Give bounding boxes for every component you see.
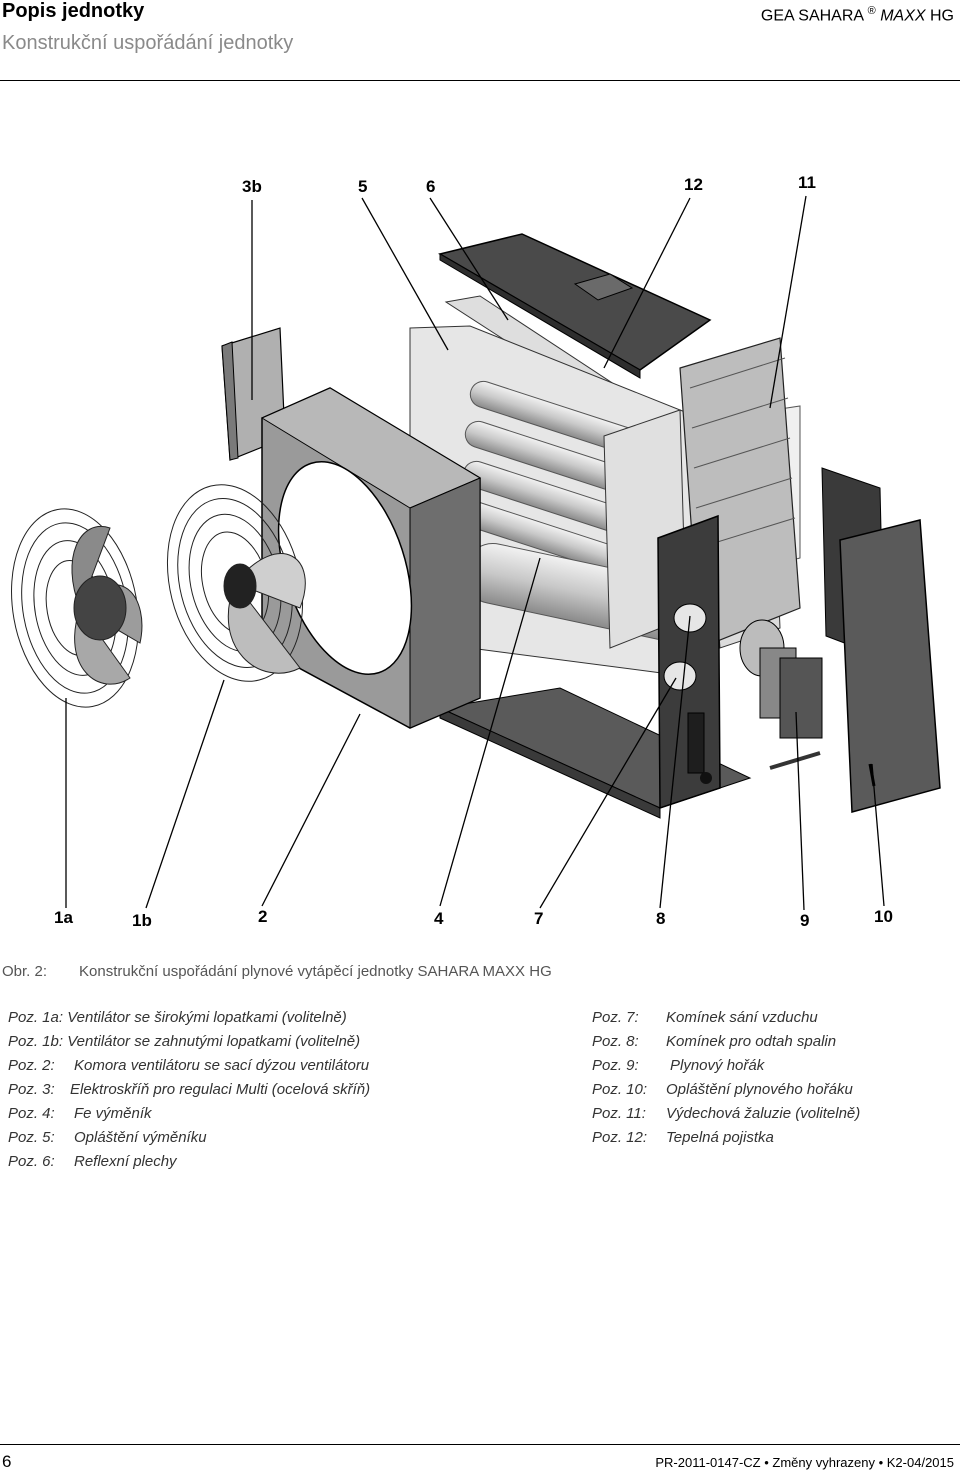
burner-casing bbox=[821, 467, 941, 813]
legend-pos: Poz. 2: bbox=[8, 1057, 55, 1074]
product-prefix: GEA SAHARA bbox=[760, 7, 864, 25]
legend-pos: Poz. 1a: bbox=[8, 1009, 64, 1026]
legend-pos: Poz. 8: bbox=[592, 1033, 639, 1050]
page-subtitle: Konstrukční uspořádání jednotky bbox=[2, 32, 294, 54]
fan-chamber bbox=[260, 387, 482, 729]
label-9: 9 bbox=[800, 911, 809, 930]
label-3b: 3b bbox=[242, 177, 262, 196]
label-10: 10 bbox=[874, 907, 893, 926]
legend-text: Výdechová žaluzie (volitelně) bbox=[666, 1105, 861, 1122]
legend-pos: Poz. 9: bbox=[592, 1057, 639, 1074]
legend-item: Poz. 1a: Ventilátor se širokými lopatkam… bbox=[8, 1009, 347, 1026]
legend-item: Poz. 2: Komora ventilátoru se sací dýzou … bbox=[8, 1057, 369, 1074]
product-model: MAXX bbox=[880, 7, 926, 25]
label-7: 7 bbox=[534, 909, 543, 928]
legend-item: Poz. 8: Komínek pro odtah spalin bbox=[592, 1033, 836, 1050]
label-1b: 1b bbox=[132, 911, 152, 930]
legend-item: Poz. 5: Opláštění výměníku bbox=[8, 1129, 207, 1146]
legend-item: Poz. 4: Fe výměník bbox=[8, 1105, 152, 1122]
label-12: 12 bbox=[684, 175, 703, 194]
legend-item: Poz. 3: Elektroskříň pro regulaci Multi (… bbox=[8, 1081, 370, 1098]
legend-item: Poz. 7: Komínek sání vzduchu bbox=[592, 1009, 818, 1026]
legend-text: Ventilátor se širokými lopatkami (volite… bbox=[67, 1009, 347, 1026]
legend-pos: Poz. 5: bbox=[8, 1129, 55, 1146]
legend-item: Poz. 9: Plynový hořák bbox=[592, 1057, 764, 1074]
document-reference: PR-2011-0147-CZ • Změny vyhrazeny • K2-0… bbox=[655, 1455, 954, 1470]
footer-divider bbox=[0, 1444, 960, 1445]
fan-curved-blades bbox=[166, 484, 306, 682]
legend-pos: Poz. 3: bbox=[8, 1081, 55, 1098]
legend-item: Poz. 11: Výdechová žaluzie (volitelně) bbox=[592, 1105, 860, 1122]
legend-item: Poz. 6: Reflexní plechy bbox=[8, 1153, 177, 1170]
legend-text: Opláštění plynového hořáku bbox=[666, 1081, 853, 1098]
leader-lines bbox=[65, 195, 885, 911]
chimney-panel bbox=[657, 514, 721, 810]
legend-pos: Poz. 7: bbox=[592, 1009, 639, 1026]
legend-text: Komora ventilátoru se sací dýzou ventilá… bbox=[74, 1057, 370, 1074]
legend-pos: Poz. 1b: bbox=[8, 1033, 64, 1050]
gas-burner bbox=[739, 619, 823, 770]
top-cover-panel bbox=[438, 233, 712, 379]
section-title: Popis jednotky bbox=[2, 0, 145, 22]
label-11: 11 bbox=[798, 173, 816, 192]
label-6: 6 bbox=[426, 177, 435, 196]
legend-pos: Poz. 4: bbox=[8, 1105, 55, 1122]
legend-text: Fe výměník bbox=[74, 1105, 152, 1122]
legend-text: Reflexní plechy bbox=[74, 1153, 177, 1170]
legend-text: Elektroskříň pro regulaci Multi (ocelová… bbox=[70, 1081, 371, 1098]
legend-text: Plynový hořák bbox=[670, 1057, 765, 1074]
registered-mark: ® bbox=[867, 5, 876, 17]
label-5: 5 bbox=[358, 177, 367, 196]
legend-text: Komínek sání vzduchu bbox=[666, 1009, 818, 1026]
product-suffix: HG bbox=[930, 7, 954, 25]
legend-pos: Poz. 12: bbox=[592, 1129, 648, 1146]
label-2: 2 bbox=[258, 907, 267, 926]
label-1a: 1a bbox=[54, 908, 73, 927]
legend-pos: Poz. 10: bbox=[592, 1081, 648, 1098]
legend-text: Tepelná pojistka bbox=[666, 1129, 774, 1146]
legend-item: Poz. 12: Tepelná pojistka bbox=[592, 1129, 774, 1146]
legend-text: Komínek pro odtah spalin bbox=[666, 1033, 837, 1050]
product-name: GEA SAHARA ® MAXX HG bbox=[761, 5, 954, 25]
exploded-unit-drawing: 3b 5 6 12 11 1a 1b 2 4 7 8 9 10 bbox=[11, 173, 941, 930]
legend-pos: Poz. 6: bbox=[8, 1153, 55, 1170]
legend-item: Poz. 1b: Ventilátor se zahnutými lopatka… bbox=[8, 1033, 360, 1050]
legend-item: Poz. 10: Opláštění plynového hořáku bbox=[592, 1081, 853, 1098]
page-number: 6 bbox=[2, 1452, 12, 1471]
figure-caption-text: Konstrukční uspořádání plynové vytápěcí … bbox=[79, 963, 552, 980]
label-8: 8 bbox=[656, 909, 665, 928]
fan-wide-blades bbox=[11, 508, 143, 708]
header-divider bbox=[0, 80, 960, 81]
legend-text: Opláštění výměníku bbox=[74, 1129, 207, 1146]
legend-pos: Poz. 11: bbox=[592, 1105, 646, 1122]
figure-caption-label: Obr. 2: bbox=[2, 963, 48, 980]
legend-text: Ventilátor se zahnutými lopatkami (volit… bbox=[67, 1033, 361, 1050]
label-4: 4 bbox=[434, 909, 444, 928]
